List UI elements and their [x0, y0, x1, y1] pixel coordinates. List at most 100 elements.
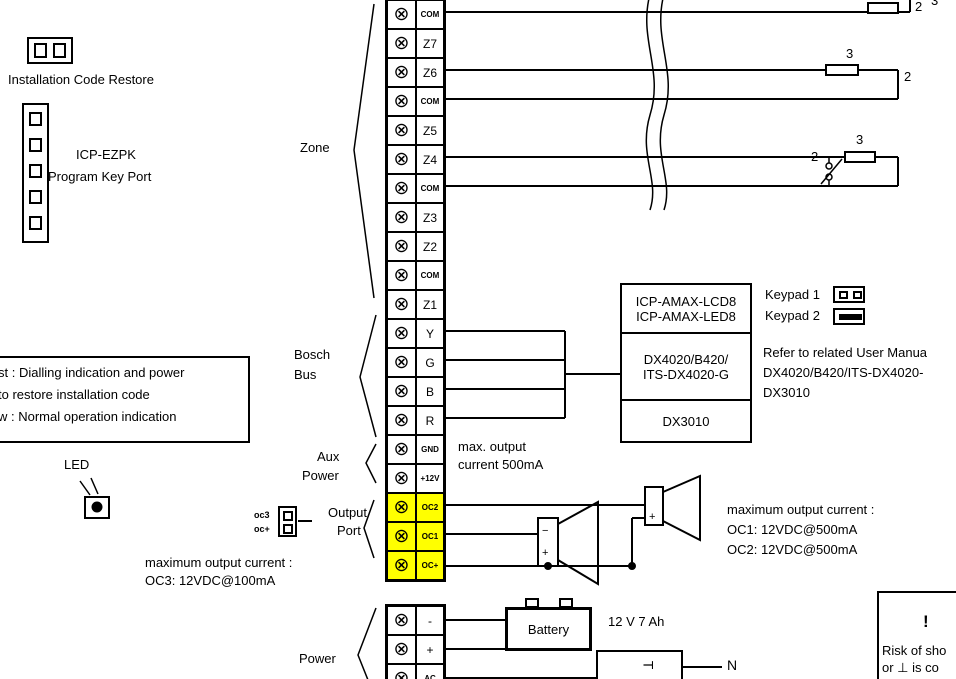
led-note-line1: st : Dialling indication and power — [0, 365, 185, 380]
zone-wire-top — [446, 0, 911, 14]
screw-terminal-icon: ⊗ — [387, 435, 416, 464]
terminal-row-ac: ⊗AC — [387, 664, 444, 679]
led-icon — [79, 477, 110, 519]
contact-value-label: 2 — [904, 69, 912, 84]
screw-terminal-icon: ⊗ — [387, 606, 416, 635]
contact-dot-icon — [825, 173, 833, 181]
terminal-row-z7: ⊗Z7 — [387, 29, 444, 58]
refer-note-line1: Refer to related User Manua — [763, 345, 928, 360]
terminal-label: OC+ — [416, 551, 444, 580]
screw-terminal-icon: ⊗ — [387, 58, 416, 87]
aux-max-current-line2: current 500mA — [458, 457, 544, 472]
port-pin-icon — [29, 216, 42, 230]
terminal-label: Z3 — [416, 203, 444, 232]
screw-terminal-icon: ⊗ — [387, 261, 416, 290]
terminal-strip-power: ⊗- ⊗+ ⊗AC — [385, 604, 446, 679]
terminal-row-plus: ⊗+ — [387, 635, 444, 664]
bus-wires — [446, 330, 620, 419]
resistor-value-label: 3 — [846, 46, 854, 61]
aux-group-label-line1: Aux — [317, 449, 340, 464]
transformer-label: T — [640, 660, 657, 670]
terminal-row-ocplus: ⊗OC+ — [387, 551, 444, 580]
battery-label: Battery — [527, 621, 570, 637]
neutral-label: N — [727, 657, 738, 673]
screw-terminal-icon: ⊗ — [387, 493, 416, 522]
device-name: DX3010 — [662, 413, 710, 429]
eol-resistor-icon — [825, 64, 859, 76]
bus-brace — [359, 314, 377, 438]
eol-resistor-icon — [844, 151, 876, 163]
screw-terminal-icon: ⊗ — [387, 319, 416, 348]
terminal-row-y: ⊗Y — [387, 319, 444, 348]
keypad2-icon — [833, 308, 865, 325]
device-name: ICP-AMAX-LED8 — [636, 308, 736, 324]
battery-terminal-icon — [559, 598, 573, 608]
keypad1-label: Keypad 1 — [765, 287, 820, 302]
screw-terminal-icon: ⊗ — [387, 116, 416, 145]
speaker-horn-icon — [662, 474, 701, 542]
terminal-label: B — [416, 377, 444, 406]
terminal-row-com: ⊗COM — [387, 174, 444, 203]
warning-box — [877, 591, 956, 679]
terminal-row-r: ⊗R — [387, 406, 444, 435]
terminal-label: R — [416, 406, 444, 435]
terminal-row-gnd: ⊗GND — [387, 435, 444, 464]
connector-pin-icon — [283, 511, 293, 521]
terminal-row-com: ⊗COM — [387, 0, 444, 29]
keypad1-icon — [833, 286, 865, 303]
refer-note-line3: DX3010 — [763, 385, 810, 400]
junction-dot-icon — [544, 562, 552, 570]
terminal-label: Z5 — [416, 116, 444, 145]
screw-terminal-icon: ⊗ — [387, 406, 416, 435]
terminal-label: Z7 — [416, 29, 444, 58]
jumper-pin-icon — [53, 43, 66, 58]
network-device-section: DX4020/B420/ ITS-DX4020-G — [622, 334, 750, 401]
output-wires — [446, 474, 701, 586]
zone-wire-z6 — [446, 64, 899, 100]
oc3-pin-label: oc3 — [254, 510, 270, 520]
warning-line1: Risk of sho — [882, 643, 947, 658]
dx3010-section: DX3010 — [622, 401, 750, 441]
speaker2-minus-label: − — [542, 525, 549, 537]
device-name: ICP-AMAX-LCD8 — [635, 293, 737, 309]
bus-device-box: ICP-AMAX-LCD8 ICP-AMAX-LED8 DX4020/B420/… — [620, 283, 752, 443]
screw-terminal-icon: ⊗ — [387, 664, 416, 679]
eol-resistor-icon — [867, 2, 899, 14]
terminal-row-com: ⊗COM — [387, 261, 444, 290]
terminal-label: OC1 — [416, 522, 444, 551]
screw-terminal-icon: ⊗ — [387, 0, 416, 29]
keypad-display-icon — [839, 314, 862, 320]
screw-terminal-icon: ⊗ — [387, 377, 416, 406]
terminal-strip-main: ⊗COM ⊗Z7 ⊗Z6 ⊗COM ⊗Z5 ⊗Z4 ⊗COM ⊗Z3 ⊗Z2 ⊗… — [385, 0, 446, 582]
terminal-label: +12V — [416, 464, 444, 493]
device-name: ITS-DX4020-G — [643, 366, 729, 382]
terminal-label: Y — [416, 319, 444, 348]
terminal-row-g: ⊗G — [387, 348, 444, 377]
terminal-row-oc1: ⊗OC1 — [387, 522, 444, 551]
speaker1-plus-label: + — [649, 511, 656, 523]
oc3-max-current-line1: maximum output current : — [145, 555, 293, 570]
port-pin-icon — [29, 112, 42, 126]
device-name: DX4020/B420/ — [643, 351, 729, 367]
warning-line2: or ⊥ is co — [882, 660, 939, 675]
zone-group-label: Zone — [300, 140, 330, 155]
ezpk-port-icon — [22, 103, 49, 243]
terminal-row-oc2: ⊗OC2 — [387, 493, 444, 522]
terminal-row-b: ⊗B — [387, 377, 444, 406]
ezpk-label-line2: Program Key Port — [48, 169, 152, 184]
screw-terminal-icon: ⊗ — [387, 635, 416, 664]
screw-terminal-icon: ⊗ — [387, 290, 416, 319]
jumper-pin-icon — [34, 43, 47, 58]
screw-terminal-icon: ⊗ — [387, 522, 416, 551]
screw-terminal-icon: ⊗ — [387, 203, 416, 232]
resistor-value-label: 3 — [856, 132, 864, 147]
aux-brace — [365, 443, 377, 484]
port-pin-icon — [29, 164, 42, 178]
screw-terminal-icon: ⊗ — [387, 464, 416, 493]
terminal-label: Z4 — [416, 145, 444, 174]
switch-lever-icon — [820, 158, 843, 185]
power-brace — [357, 607, 377, 679]
bus-group-label-line2: Bus — [294, 367, 317, 382]
